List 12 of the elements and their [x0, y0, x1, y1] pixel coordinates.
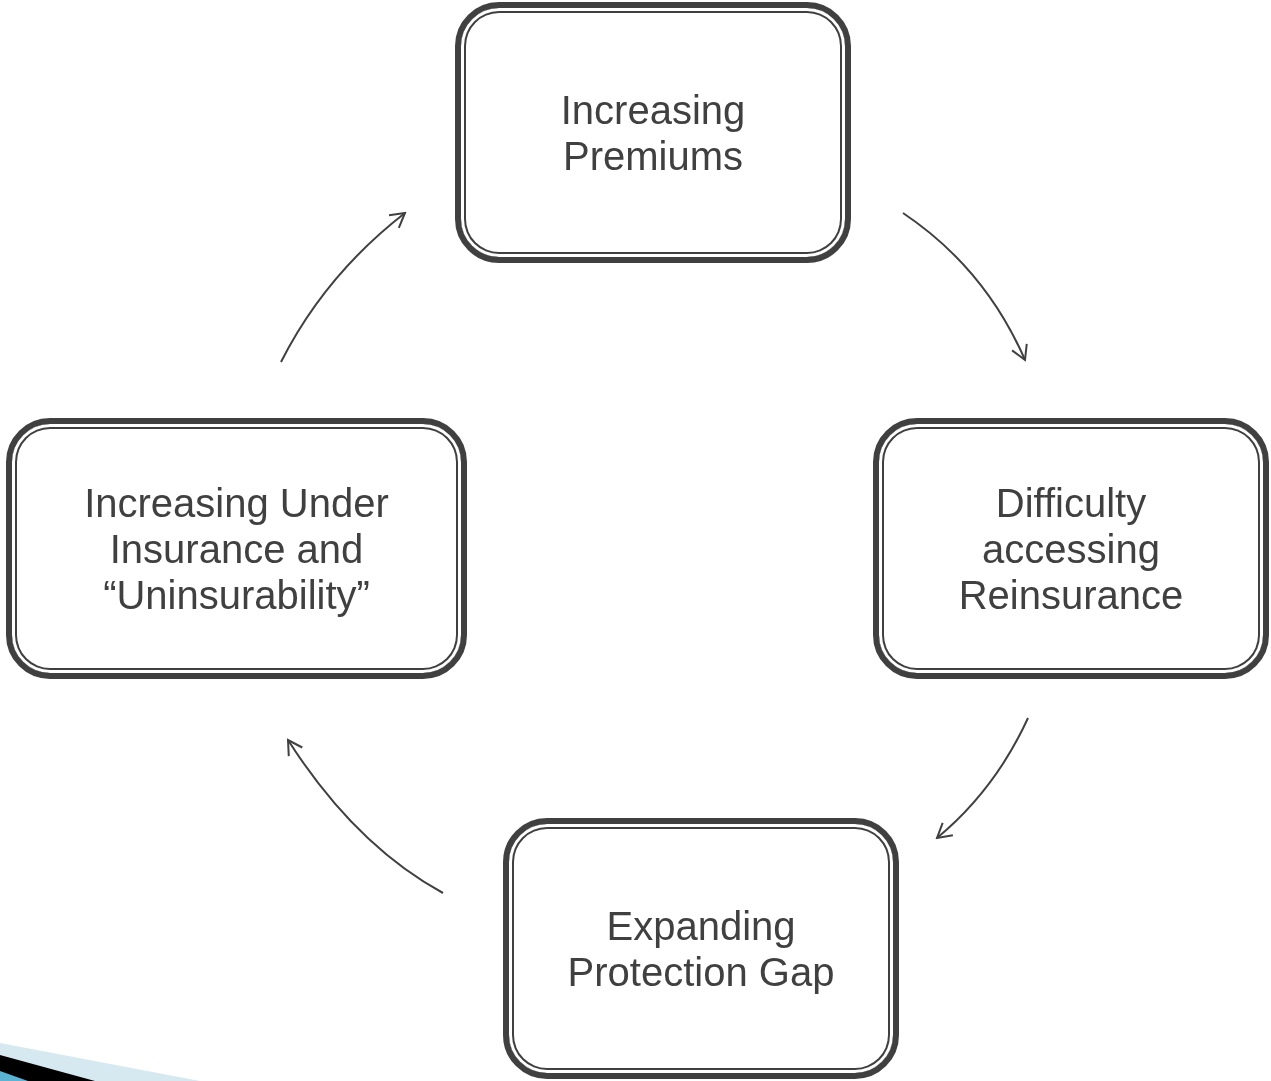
- curved-arrow: [280, 212, 406, 363]
- process-box: [6, 418, 467, 679]
- box-label: Difficulty accessing Reinsurance: [957, 479, 1185, 618]
- process-box: [503, 818, 899, 1079]
- curved-arrow: [902, 212, 1028, 361]
- process-box: [873, 418, 1269, 679]
- curved-arrow: [287, 739, 444, 894]
- process-box: [455, 2, 851, 263]
- box-label: Expanding Protection Gap: [566, 902, 836, 995]
- curved-arrow: [936, 717, 1029, 839]
- box-label: Increasing Premiums: [559, 86, 747, 179]
- box-label: Increasing Under Insurance and “Uninsurability”: [83, 479, 390, 618]
